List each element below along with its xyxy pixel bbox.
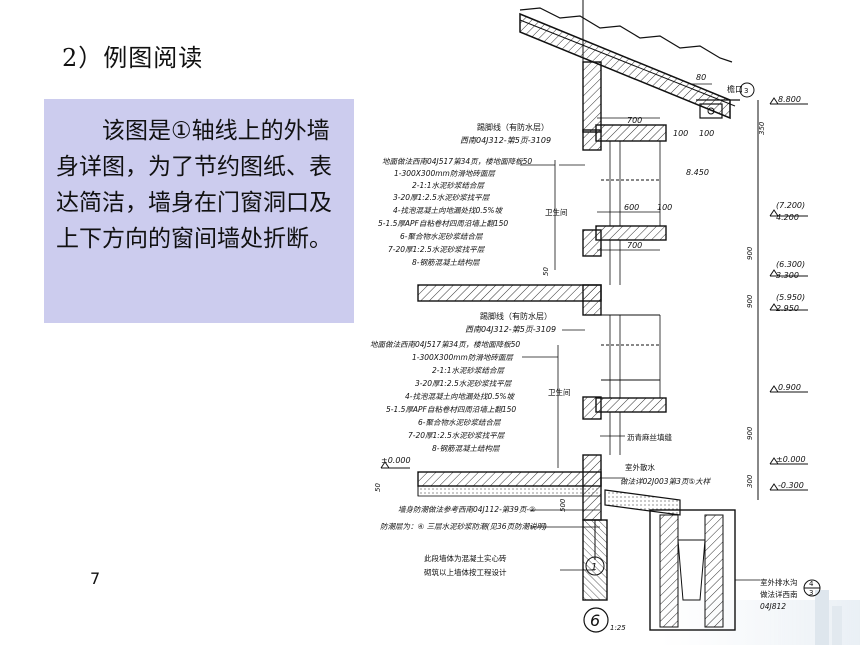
drain-ref-top: 4	[809, 580, 814, 588]
leader-lines	[520, 160, 760, 581]
drain-ref-bottom: 3	[809, 589, 813, 597]
drain-note-1: 室外排水沟	[760, 577, 798, 587]
floor-upper-8: 8-钢筋混凝土结构层	[412, 258, 481, 267]
elev-4200: 4.200	[776, 213, 799, 222]
room-upper: 卫生间	[545, 207, 568, 217]
asphalt-joint: 沥青麻丝填缝	[627, 432, 672, 442]
floor-slabs	[417, 124, 667, 497]
elev-8800: 8.800	[778, 95, 801, 104]
dim-600: 600	[624, 203, 639, 212]
floor-upper-7: 7-20厚1:2.5水泥砂浆找平层	[388, 245, 486, 254]
detail-number: 6	[590, 611, 600, 630]
elev-2950: 2.950	[776, 304, 799, 313]
detail-scale: 1:25	[610, 624, 626, 632]
vdim-900b: 900	[746, 294, 754, 308]
dim-100a: 100	[673, 129, 688, 138]
outdoor-note-1: 室外散水	[625, 462, 655, 472]
watermark-building	[660, 590, 860, 645]
dim-700b: 700	[627, 241, 642, 250]
elev-0000-left: ±0.000	[381, 456, 411, 465]
drain-note-2: 做法详西南	[760, 589, 798, 599]
eave-axis: 3	[744, 87, 748, 95]
vdim-300: 300	[746, 474, 754, 488]
dimension-lines	[597, 83, 712, 251]
floor-upper-2: 2-1:1水泥砂浆结合层	[412, 181, 486, 190]
floor-lower-0: 地面做法西南04J517第34页，楼地面降板50	[370, 340, 520, 349]
floor-lower-4: 4-找泡混凝土向地漏处找0.5%坡	[405, 392, 516, 401]
floor-upper-0: 地面做法西南04J517第34页，楼地面降板50	[382, 157, 532, 166]
axis-label: 1	[591, 562, 597, 573]
floor-lower-2: 2-1:1水泥砂浆结合层	[432, 366, 506, 375]
floor-upper-3: 3-20厚1:2.5水泥砂浆找平层	[393, 193, 491, 202]
wall-base-lower-ref: 西南04J312-第5页-3109	[465, 325, 556, 334]
drawing-labels: 檐口 3 80 700 100 100 600 100 700 8.800 8.…	[370, 73, 821, 633]
foundation-drain	[417, 478, 736, 631]
wall-base-lower: 踢脚线（有防水层）	[480, 311, 552, 321]
dim-80: 80	[696, 73, 706, 82]
wall-base-note: 墙身防潮做法参考西南04J112-第39页-②	[398, 505, 536, 514]
floor-lower-5: 5-1.5厚APF自粘卷材四周沿墙上翻150	[386, 405, 516, 414]
elev-8450: 8.450	[686, 168, 709, 177]
description-box: 该图是①轴线上的外墙身详图，为了节约图纸、表达简洁，墙身在门窗洞口及上下方向的窗…	[44, 99, 354, 323]
room-lower: 卫生间	[548, 387, 571, 397]
floor-lower-8: 8-钢筋混凝土结构层	[432, 444, 501, 453]
floor-lower-7: 7-20厚1:2.5水泥砂浆找平层	[408, 431, 506, 440]
solid-wall-2: 砌筑以上墙体按工程设计	[424, 567, 507, 577]
window-lines	[609, 141, 661, 455]
wall-base-upper: 踢脚线（有防水层）	[477, 122, 549, 132]
floor-upper-4: 4-找泡混凝土向地漏处找0.5%坡	[393, 206, 504, 215]
elev-6300: (6.300)	[776, 260, 805, 269]
dim-100b: 100	[699, 129, 714, 138]
elevation-marks	[380, 97, 808, 500]
eave-ref-circle	[739, 82, 755, 98]
vdim-900a: 900	[746, 246, 754, 260]
elev-0000-right: ±0.000	[776, 455, 806, 464]
floor-lower-3: 3-20厚1:2.5水泥砂浆找平层	[415, 379, 513, 388]
elev-0900: 0.900	[778, 383, 801, 392]
drain-note-3: 04J812	[760, 602, 786, 611]
wall-base-upper-ref: 西南04J312-第5页-3109	[460, 136, 551, 145]
outdoor-note-2: 做法详02J003第3页⑤大样	[620, 477, 712, 486]
page-number: 7	[90, 569, 101, 588]
dim-50b: 50	[374, 483, 382, 492]
elev-0300: -0.300	[778, 481, 804, 490]
description-text: 该图是①轴线上的外墙身详图，为了节约图纸、表达简洁，墙身在门窗洞口及上下方向的窗…	[56, 118, 332, 252]
floor-upper-1: 1-300X300mm防滑地砖面层	[394, 169, 496, 178]
elev-5950: (5.950)	[776, 293, 805, 302]
damp-proof-note: 防潮层为：④ 三层水泥砂浆防潮(见36页防潮说明)	[380, 522, 547, 531]
floor-upper-5: 5-1.5厚APF自粘卷材四周沿墙上翻150	[378, 219, 508, 228]
eave-label: 檐口	[727, 84, 743, 94]
axis-circle	[585, 556, 605, 576]
elev-3300: 3.300	[776, 271, 799, 280]
solid-wall-1: 此段墙体为混凝土实心砖	[424, 553, 507, 563]
floor-upper-6: 6-聚合物水泥砂浆结合层	[400, 232, 484, 241]
dim-50: 50	[542, 267, 550, 276]
dim-100c: 100	[657, 203, 672, 212]
vdim-350: 350	[758, 121, 766, 135]
floor-lower-1: 1-300X300mm防滑地砖面层	[412, 353, 514, 362]
floor-lower-6: 6-聚合物水泥砂浆结合层	[418, 418, 502, 427]
detail-circle	[583, 607, 609, 633]
vdim-900c: 900	[746, 426, 754, 440]
roof-section	[519, 7, 740, 120]
elev-7200: (7.200)	[776, 201, 805, 210]
slide-heading: 2）例图阅读	[62, 44, 204, 72]
dim-500: 500	[559, 498, 567, 512]
dim-700a: 700	[627, 116, 642, 125]
